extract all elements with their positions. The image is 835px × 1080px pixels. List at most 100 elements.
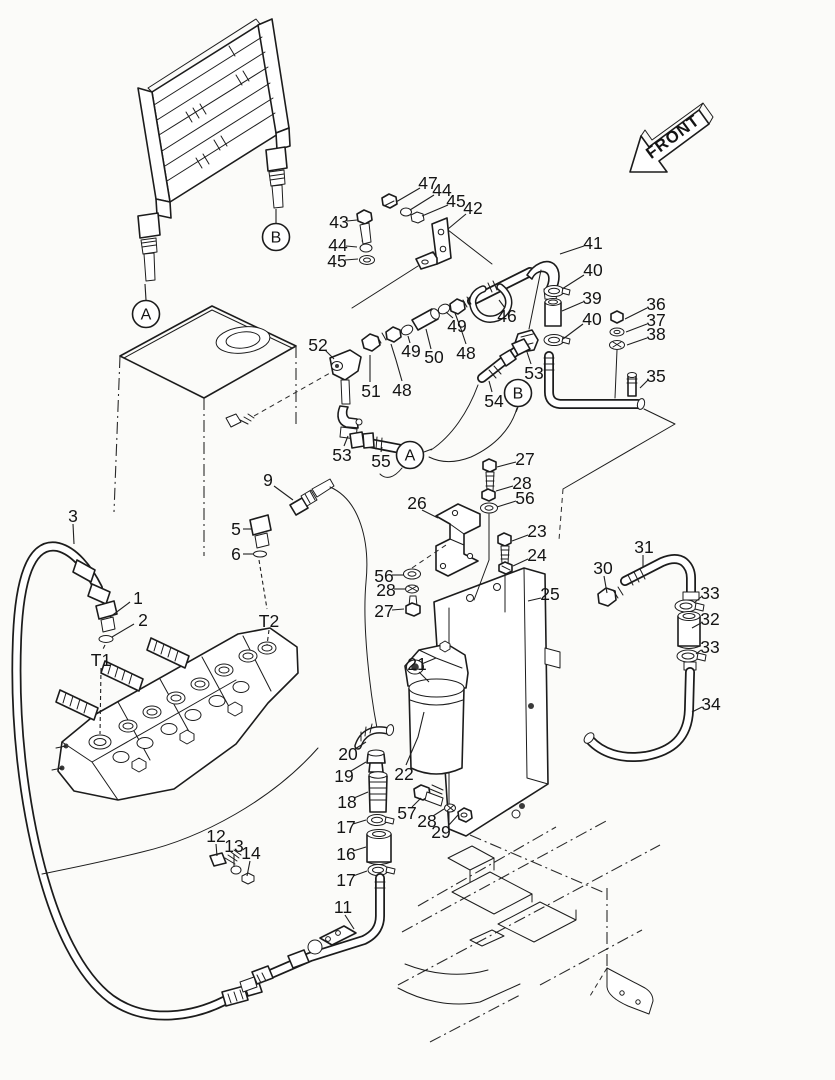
callout-leader-55	[380, 446, 383, 453]
hydraulic-tank	[113, 305, 331, 556]
callout-leader-49	[407, 335, 411, 344]
callout-leader-18	[353, 791, 369, 799]
port-line-T2	[266, 629, 270, 646]
callout-45: 45	[327, 251, 346, 271]
hose-3	[11, 541, 263, 1021]
callout-leader-45	[421, 204, 449, 217]
callout-leader-28	[495, 485, 514, 492]
callout-5: 5	[231, 519, 241, 539]
bracket-26	[435, 503, 481, 577]
valve-spools	[55, 637, 190, 721]
nut-24	[498, 561, 513, 575]
routing-line-lower	[41, 747, 319, 875]
callout-11: 11	[334, 897, 352, 917]
callout-20: 20	[338, 744, 358, 764]
lock-washer-44b	[359, 243, 373, 253]
grommet-56a	[480, 502, 498, 514]
callout-28: 28	[512, 473, 531, 493]
bracket-42	[415, 217, 452, 270]
callout-leader-49	[445, 311, 454, 319]
callout-leader-50	[425, 328, 432, 350]
chassis-frame	[397, 819, 661, 1043]
callout-46: 46	[497, 306, 516, 326]
hardware-36-37-38	[609, 310, 625, 399]
oil-cooler	[137, 18, 291, 282]
callout-leader-21	[418, 671, 430, 683]
callout-18: 18	[337, 792, 356, 812]
callout-leader-27	[391, 608, 405, 611]
oil-filter-assembly	[354, 640, 473, 876]
callout-45: 45	[446, 191, 465, 211]
callout-53: 53	[332, 445, 351, 465]
marker-circle-B	[261, 222, 291, 252]
callout-37: 37	[646, 310, 665, 330]
callout-29: 29	[431, 822, 450, 842]
callout-55: 55	[371, 451, 390, 471]
control-valve-assembly	[51, 627, 299, 801]
callout-54: 54	[484, 391, 504, 411]
frame-seat-brackets	[397, 845, 577, 1005]
clamp-17-lower	[367, 864, 396, 876]
marker-tail-A	[144, 283, 147, 301]
grommet-56b	[403, 568, 421, 580]
marker-letter-A: A	[141, 307, 152, 324]
pipe-11	[239, 873, 386, 993]
callout-leader-40	[562, 323, 584, 340]
washer-28c	[444, 803, 456, 813]
hose-54	[430, 338, 531, 451]
callout-leader-17	[352, 819, 367, 825]
hose-34	[583, 661, 697, 762]
cooler-fitting-b	[265, 146, 288, 209]
callout-3: 3	[68, 506, 78, 526]
callout-leader-35	[639, 379, 649, 389]
gasket-49-lower	[400, 324, 414, 336]
tube-50	[411, 308, 440, 331]
port-label-T2: T2	[259, 611, 279, 631]
pipe-11-union	[287, 949, 310, 969]
callout-30: 30	[593, 558, 613, 578]
callout-leader-14	[246, 860, 251, 877]
callout-33: 33	[700, 583, 719, 603]
callout-leader-22	[405, 711, 425, 766]
callout-leader-12	[215, 843, 218, 857]
callout-57: 57	[397, 803, 416, 823]
mount-plate-25	[433, 567, 561, 837]
callout-14: 14	[241, 843, 261, 863]
callout-49: 49	[401, 341, 420, 361]
marker-letter-A: A	[405, 448, 416, 465]
callout-leader-42	[447, 213, 467, 230]
plug-47	[381, 193, 398, 209]
callout-leader-17	[352, 870, 368, 877]
callout-leader-56	[496, 500, 517, 508]
callout-39: 39	[582, 288, 601, 308]
callout-48: 48	[456, 343, 475, 363]
callout-leader-30	[603, 575, 608, 594]
fitting-19	[366, 749, 386, 773]
callout-56: 56	[515, 488, 534, 508]
callout-leader-16	[352, 846, 367, 852]
callout-leader-26	[421, 509, 439, 519]
routing-line-a-tail	[379, 467, 403, 478]
pipe-31	[620, 554, 700, 601]
hose-nipple-9	[289, 478, 378, 729]
bracket-42-group	[351, 193, 493, 309]
sleeve-39	[544, 298, 562, 327]
port-line-T1	[101, 644, 106, 652]
callout-49: 49	[447, 316, 466, 336]
marker-circle-B	[503, 378, 533, 408]
callout-44: 44	[328, 235, 348, 255]
front-direction-arrow: FRONT	[629, 102, 714, 173]
callout-38: 38	[646, 324, 665, 344]
callout-42: 42	[463, 198, 482, 218]
callout-40: 40	[582, 309, 602, 329]
callout-leader-28	[432, 808, 445, 817]
callout-leader-36	[624, 307, 648, 320]
callout-19: 19	[334, 766, 353, 786]
callout-56: 56	[374, 566, 393, 586]
callout-leader-52	[324, 349, 335, 360]
callout-leader-44	[345, 245, 358, 248]
fitting-30	[597, 586, 624, 607]
callout-52: 52	[308, 335, 327, 355]
callout-leader-53	[526, 351, 532, 365]
callout-40: 40	[583, 260, 603, 280]
